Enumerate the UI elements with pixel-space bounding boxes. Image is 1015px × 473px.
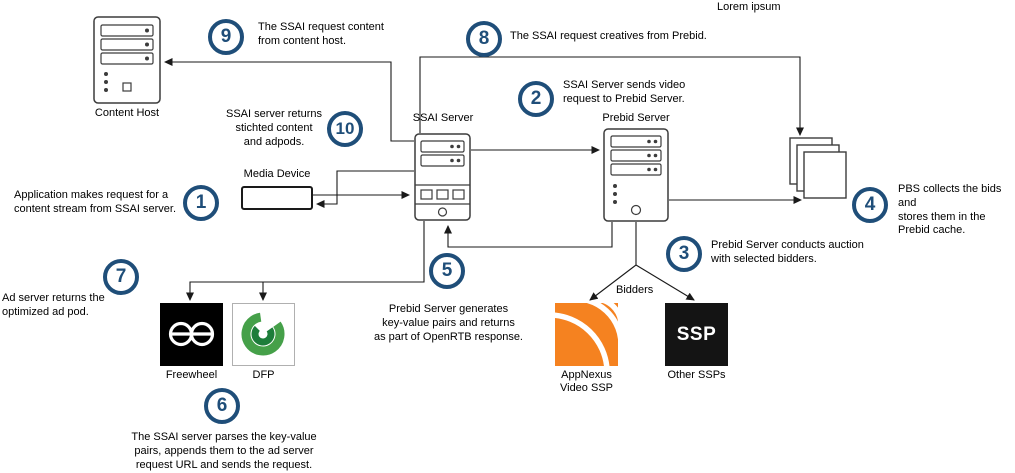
step-9-badge: 9 [208,19,244,55]
prebid-server-label: Prebid Server [602,112,670,124]
step-6-badge: 6 [204,388,240,424]
appnexus-label: AppNexus Video SSP [559,369,613,395]
step-7-text: Ad server returns the optimized ad pod. [2,292,105,318]
step-8-text: The SSAI request creatives from Prebid. [510,30,707,42]
page-title: Lorem ipsum [717,1,781,13]
step-2-badge: 2 [518,81,554,117]
step-6-text: The SSAI server parses the key-value pai… [131,431,317,471]
dfp-logo [232,303,295,366]
freewheel-label: Freewheel [165,369,218,381]
ssp-box-text: SSP [676,323,717,345]
step-2-text: SSAI Server sends video request to Prebi… [563,79,686,105]
ssai-server-icon [414,133,471,226]
step-5-text: Prebid Server generates key-value pairs … [374,303,523,343]
bidders-label: Bidders [616,284,654,296]
step-4-text: PBS collects the bids and stores them in… [898,183,1002,237]
step-5-badge: 5 [429,253,465,289]
content-host-icon [93,16,161,109]
step-3-text: Prebid Server conducts auction with sele… [711,239,864,265]
step-1-badge: 1 [183,185,219,221]
step-10-badge: 10 [327,111,363,147]
step-10-text: SSAI server returns stichted content and… [226,108,322,148]
step-9-text: The SSAI request content from content ho… [258,21,384,47]
content-host-label: Content Host [94,107,160,119]
ssai-server-label: SSAI Server [412,112,474,124]
media-device-icon [241,186,313,210]
other-ssps-label: Other SSPs [667,369,726,381]
step-4-badge: 4 [852,187,888,223]
prebid-cache-icon [788,136,850,207]
step-1-text: Application makes request for a content … [14,189,177,215]
freewheel-logo [160,303,223,366]
appnexus-logo [555,303,618,366]
appnexus-icon [555,303,618,366]
dfp-label: DFP [252,369,275,381]
step-8-badge: 8 [466,21,502,57]
dfp-icon [241,312,285,356]
freewheel-icon [168,321,215,347]
step-7-badge: 7 [103,259,139,295]
prebid-server-icon [603,128,669,227]
other-ssps-logo: SSP [665,303,728,366]
step-3-badge: 3 [666,236,702,272]
media-device-label: Media Device [243,168,311,180]
